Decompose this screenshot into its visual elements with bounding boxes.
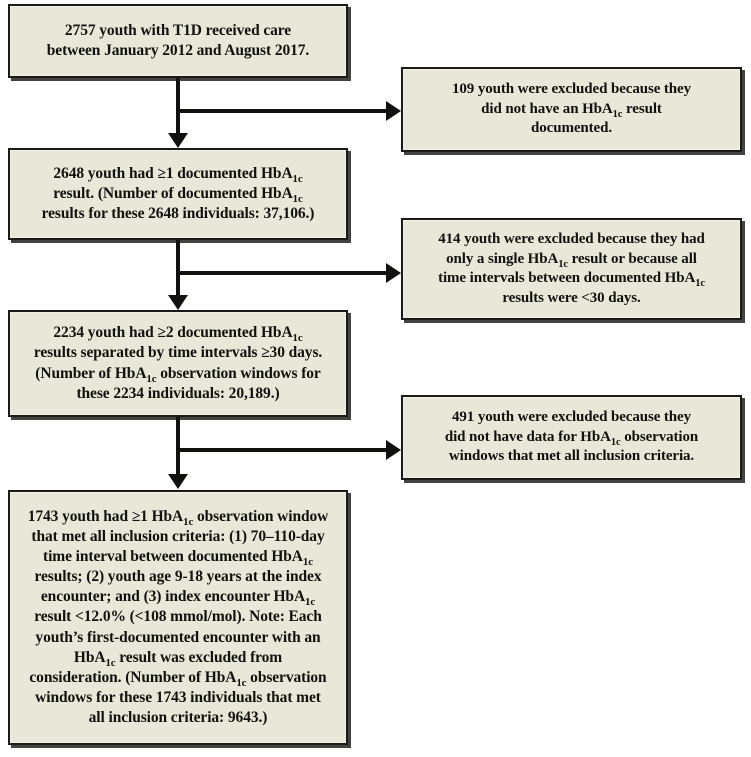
connector-vertical-2 [176, 240, 180, 296]
connector-horizontal-exclusion-3 [176, 448, 387, 452]
connector-vertical-1 [176, 78, 180, 134]
flow-node-text: 414 youth were excluded because they had… [438, 231, 705, 306]
flow-node-text: 1743 youth had ≥1 HbA1c observation wind… [27, 507, 329, 727]
arrowhead-down-2 [168, 295, 188, 310]
arrowhead-down-1 [168, 133, 188, 148]
flow-node-exclusion-single-result: 414 youth were excluded because they had… [401, 218, 742, 320]
connector-vertical-3 [176, 417, 180, 475]
arrowhead-right-3 [386, 440, 401, 460]
arrowhead-right-1 [386, 101, 401, 121]
connector-horizontal-exclusion-2 [176, 271, 387, 275]
arrowhead-right-2 [386, 263, 401, 283]
arrowhead-down-3 [168, 474, 188, 489]
connector-horizontal-exclusion-1 [176, 109, 387, 113]
flow-node-cohort-final-inclusion: 1743 youth had ≥1 HbA1c observation wind… [8, 490, 348, 745]
